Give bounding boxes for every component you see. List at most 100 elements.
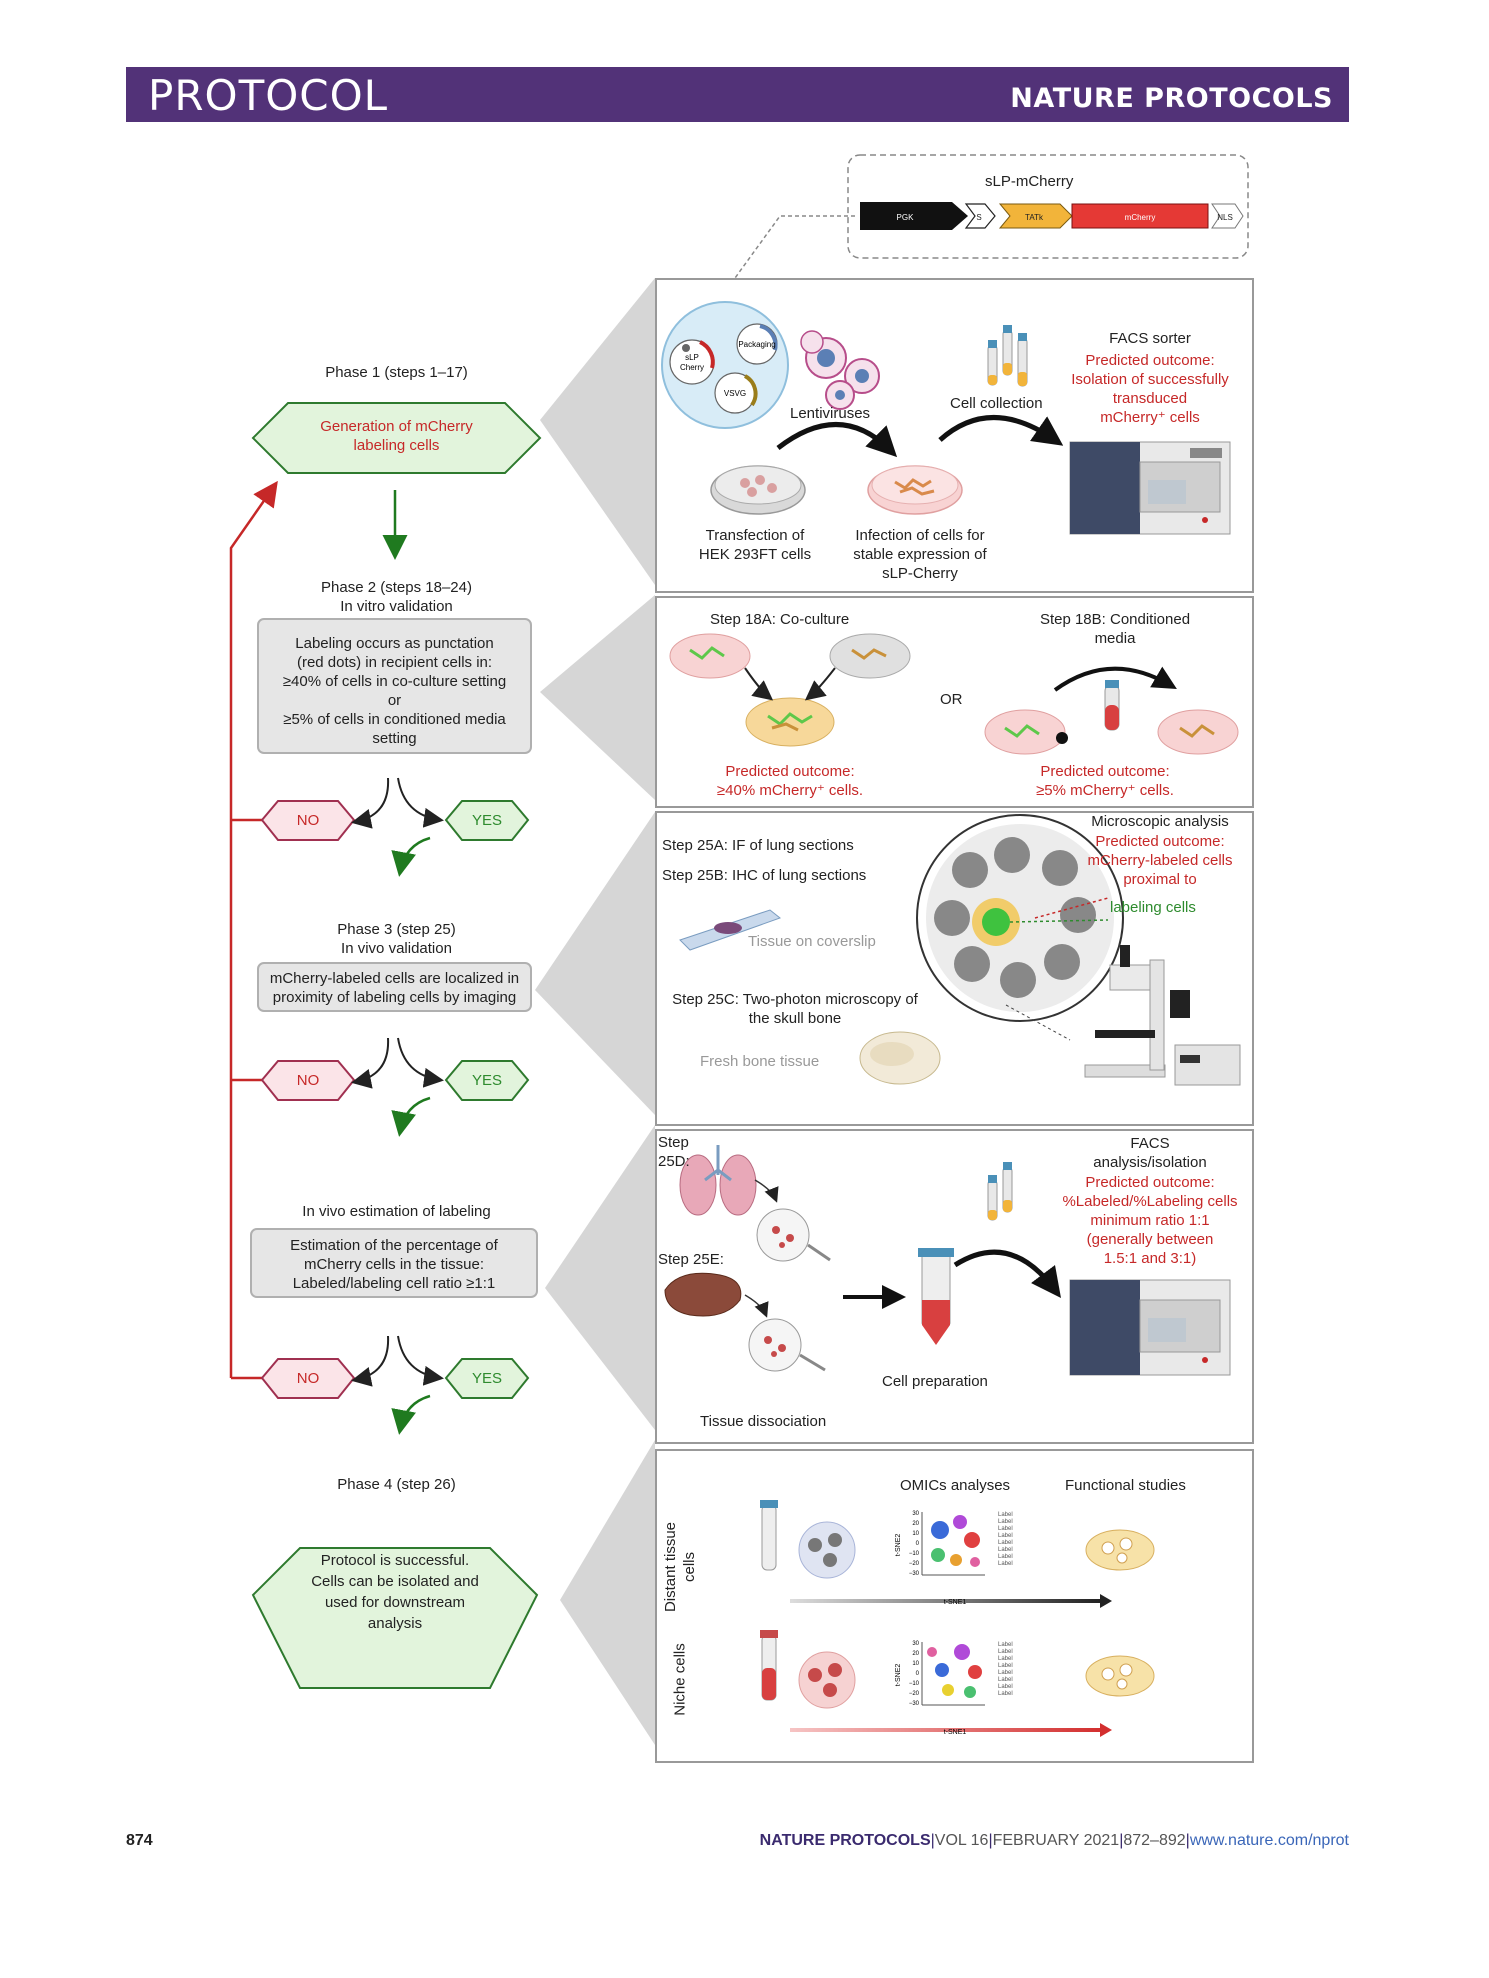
- phase2-title: Phase 2 (steps 18–24)In vitro validation: [321, 579, 472, 615]
- svg-text:Label: Label: [998, 1547, 1013, 1553]
- phase4-hex: [251, 1547, 539, 1689]
- nls-block: [1211, 203, 1244, 229]
- section-label: PROTOCOL: [148, 71, 389, 120]
- labeling-cells-label: labeling cells: [1110, 899, 1196, 916]
- svg-text:0: 0: [916, 1671, 920, 1677]
- step25b-label: Step 25B: IHC of lung sections: [662, 867, 867, 884]
- niche-cells-label: Niche cells: [671, 1643, 689, 1716]
- svg-text:−30: −30: [909, 1571, 920, 1577]
- distant-tube-icon: [760, 1500, 778, 1571]
- niche-tube-icon: [760, 1630, 778, 1701]
- construct-title: sLP-mCherry: [985, 173, 1074, 190]
- facs-sorter-label: FACS sorter: [1109, 330, 1191, 347]
- bubble-slp: sLP: [685, 353, 699, 362]
- wedge-4: [545, 1125, 655, 1430]
- coverslip-icon: [679, 909, 782, 951]
- page-number: 874: [126, 1832, 153, 1849]
- svg-text:Label: Label: [998, 1540, 1013, 1546]
- bone-label: Fresh bone tissue: [700, 1053, 820, 1070]
- phase1-outcome: Predicted outcome:Isolation of successfu…: [1071, 352, 1229, 426]
- bubble-cherry: Cherry: [680, 363, 704, 372]
- yes-hex-3: [444, 1358, 530, 1399]
- svg-text:Label: Label: [998, 1642, 1013, 1648]
- feedback-line: [229, 480, 278, 1378]
- phase1-hex: [251, 402, 542, 474]
- bubble-packaging: Packaging: [738, 340, 775, 349]
- microscope-controller: [1174, 1044, 1241, 1086]
- panel-phase2: [655, 596, 1254, 808]
- coculture-dish-3: [745, 697, 835, 747]
- coculture-dish-2: [829, 633, 911, 679]
- svg-text:Label: Label: [998, 1526, 1013, 1532]
- wedge-1: [540, 278, 655, 585]
- footer-citation: NATURE PROTOCOLS|VOL 16|FEBRUARY 2021|87…: [759, 1832, 1349, 1849]
- lentiviruses-label: Lentiviruses: [790, 405, 871, 422]
- footer-url[interactable]: www.nature.com/nprot: [1189, 1832, 1349, 1849]
- coculture-dish-1: [669, 633, 751, 679]
- lung-petri: [756, 1208, 810, 1262]
- footer-vol: VOL 16: [934, 1832, 989, 1849]
- tatk-block: [998, 203, 1073, 229]
- svg-text:−20: −20: [909, 1561, 920, 1567]
- svg-text:30: 30: [912, 1641, 919, 1647]
- pgk-label: PGK: [897, 213, 915, 222]
- panel-phase5: [655, 1449, 1254, 1763]
- svg-text:Label: Label: [998, 1533, 1013, 1539]
- svg-text:Label: Label: [998, 1684, 1013, 1690]
- footer-date: FEBRUARY 2021: [992, 1832, 1120, 1849]
- micro-title: Microscopic analysis: [1091, 813, 1229, 830]
- tsne-plot-2: [921, 1642, 985, 1706]
- coculture-label: Step 18A: Co-culture: [710, 611, 850, 628]
- wedge-5: [560, 1440, 655, 1745]
- svg-text:Label: Label: [998, 1656, 1013, 1662]
- bone-icon: [859, 1031, 941, 1085]
- svg-text:Label: Label: [998, 1561, 1013, 1567]
- no-label-3: NO: [296, 1370, 320, 1387]
- svg-text:Label: Label: [998, 1519, 1013, 1525]
- s-label: S: [976, 213, 981, 222]
- phase1-box-text: Generation of mCherry labeling cells: [320, 418, 473, 454]
- svg-text:Label: Label: [998, 1670, 1013, 1676]
- svg-text:30: 30: [912, 1511, 919, 1517]
- lentivirus-icons: [800, 330, 880, 410]
- svg-text:Label: Label: [998, 1663, 1013, 1669]
- pgk-block: [860, 202, 968, 230]
- yes-label-3: YES: [471, 1370, 502, 1387]
- wedge-2: [540, 595, 655, 800]
- niche-cells-icon: [798, 1651, 856, 1709]
- svg-text:Label: Label: [998, 1554, 1013, 1560]
- cell-collection-label: Cell collection: [950, 395, 1043, 412]
- nls-label: NLS: [1217, 213, 1233, 222]
- svg-text:Label: Label: [998, 1677, 1013, 1683]
- microscope-icon: [1084, 945, 1241, 1086]
- phase1-title: Phase 1 (steps 1–17): [325, 364, 468, 381]
- preparation-label: Cell preparation: [882, 1373, 988, 1390]
- no-label-2: NO: [296, 1072, 320, 1089]
- svg-text:20: 20: [912, 1651, 919, 1657]
- tsne1-x: t-SNE1: [944, 1599, 967, 1606]
- yes-label-2: YES: [471, 1072, 502, 1089]
- svg-text:10: 10: [912, 1531, 919, 1537]
- wedge-3: [535, 812, 655, 1115]
- header-banner: [126, 67, 1349, 122]
- tsne1-y: t-SNE2: [895, 1534, 902, 1557]
- phase3-title: Phase 3 (step 25)In vivo validation: [337, 921, 456, 957]
- svg-text:Label: Label: [998, 1512, 1013, 1518]
- facs-sorter-icon: [1069, 441, 1231, 535]
- svg-text:10: 10: [912, 1661, 919, 1667]
- tsne2-y: t-SNE2: [895, 1664, 902, 1687]
- svg-text:−10: −10: [909, 1551, 920, 1557]
- no-label-1: NO: [296, 812, 320, 829]
- mcherry-block: [1071, 203, 1209, 229]
- s-block: [964, 203, 996, 229]
- svg-text:20: 20: [912, 1521, 919, 1527]
- or-label: OR: [940, 691, 963, 708]
- construct-box: [847, 154, 1249, 259]
